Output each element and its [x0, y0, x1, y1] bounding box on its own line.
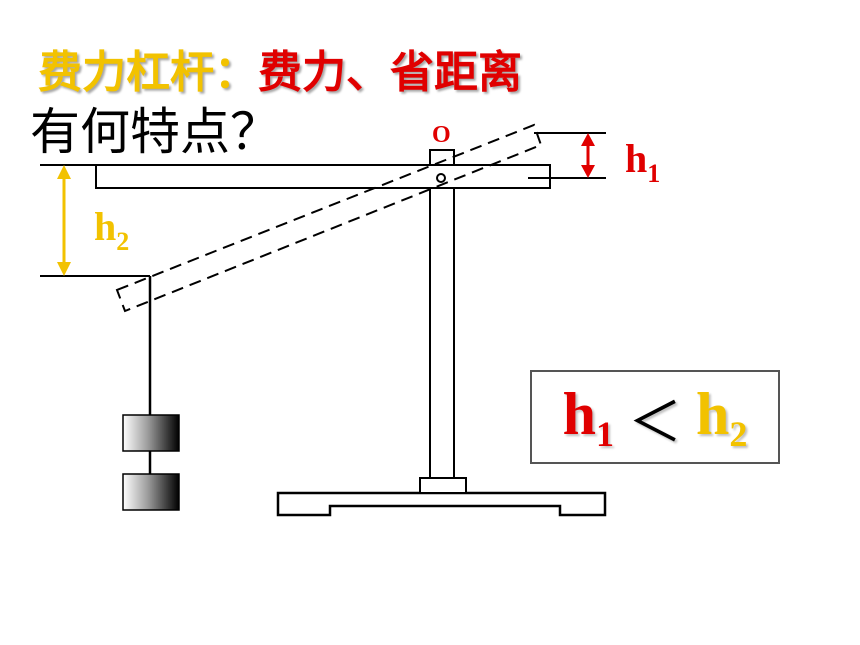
stand-base	[276, 491, 607, 517]
comparison-h1-main: h	[562, 380, 596, 447]
weight-bottom	[122, 473, 180, 511]
comparison-h2: h2	[696, 380, 747, 455]
h1-label-main: h	[625, 136, 647, 181]
comparison-h1: h1	[563, 380, 614, 455]
comparison-h2-main: h	[696, 380, 730, 447]
h2-label-sub: 2	[116, 227, 129, 256]
h2-label: h2	[94, 204, 129, 256]
comparison-h2-sub: 2	[729, 413, 748, 454]
h2-arrowhead-down	[57, 262, 71, 276]
stand-pole	[429, 149, 455, 479]
question-text: 有何特点？	[30, 103, 280, 161]
h1-arrowhead-up	[581, 133, 595, 146]
lever-horizontal	[95, 164, 551, 189]
title-characteristic: 费力、省距离	[258, 47, 522, 98]
pivot-label: O	[432, 122, 451, 148]
h1-arrowhead-down	[581, 165, 595, 178]
comparison-operator: ＜	[628, 390, 682, 454]
h1-label-sub: 1	[647, 159, 660, 188]
pivot-point	[436, 173, 446, 183]
slide-title: 费力杠杆：费力、省距离	[38, 36, 522, 100]
h2-label-main: h	[94, 204, 116, 249]
stand-foot	[419, 477, 467, 494]
comparison-box: h1 ＜ h2	[530, 370, 780, 464]
comparison-h1-sub: 1	[596, 413, 614, 454]
h1-label: h1	[625, 136, 660, 188]
title-lever-type: 费力杠杆：	[38, 47, 258, 98]
h2-arrowhead-up	[57, 165, 71, 179]
lever-tilted-dashed	[115, 123, 543, 313]
weight-top	[122, 414, 180, 452]
